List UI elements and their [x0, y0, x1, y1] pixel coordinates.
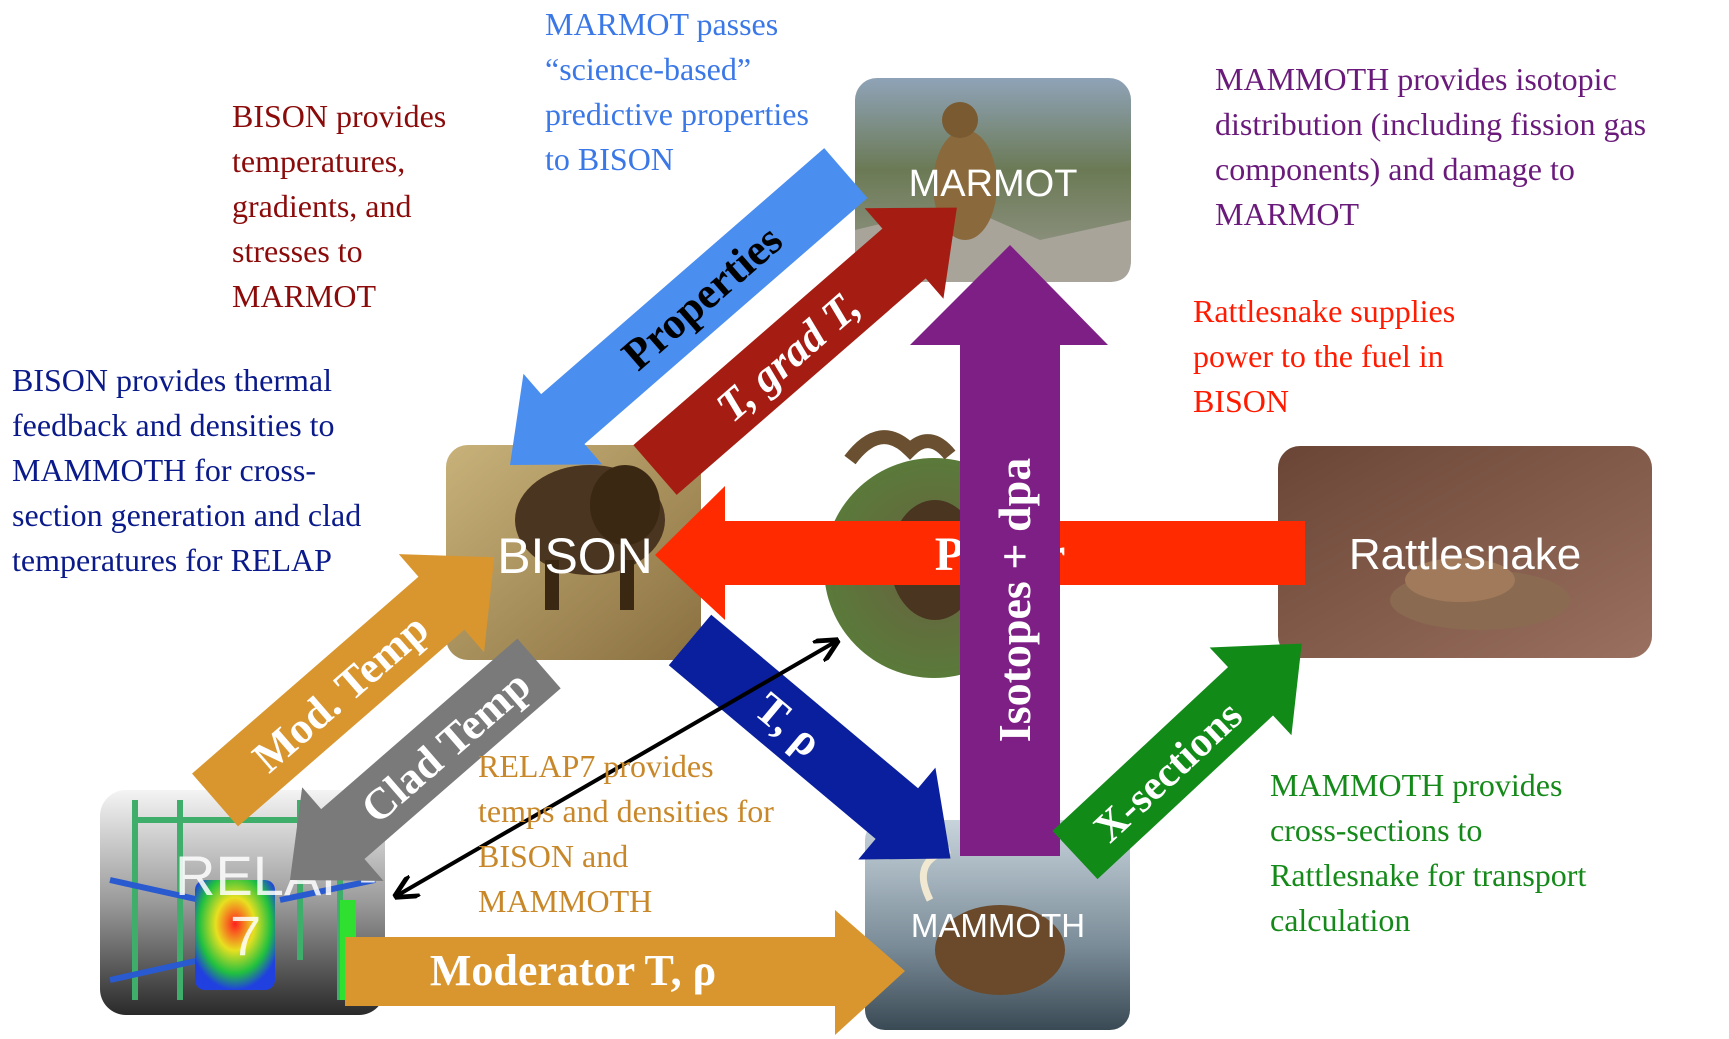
mammoth-label: MAMMOTH [911, 907, 1085, 944]
moderator-t-rho-label: Moderator T, ρ [430, 946, 716, 995]
note-mammoth-xsec: MAMMOTH provides cross-sections to Rattl… [1270, 767, 1587, 938]
relap-label-7: 7 [230, 904, 261, 967]
bison-label: BISON [497, 528, 653, 584]
x-sections-label: X-sections [1085, 692, 1251, 851]
isotopes-dpa-arrow: Isotopes + dpa [910, 245, 1108, 856]
note-marmot-to-bison: MARMOT passes “science-based” predictive… [545, 6, 809, 177]
note-bison-to-mammoth: BISON provides thermal feedback and dens… [12, 362, 362, 578]
bison-node: BISON [446, 445, 701, 660]
moderator-t-rho-arrow: Moderator T, ρ [345, 910, 905, 1035]
relap-moose-connector [398, 642, 835, 895]
note-mammoth-to-marmot: MAMMOTH provides isotopic distribution (… [1215, 61, 1647, 232]
note-relap7: RELAP7 provides temps and densities for … [478, 748, 774, 919]
mammoth-node: MAMMOTH [865, 820, 1130, 1030]
note-rattlesnake-power: Rattlesnake supplies power to the fuel i… [1193, 293, 1456, 419]
rattlesnake-label: Rattlesnake [1349, 530, 1581, 579]
note-bison-to-marmot: BISON provides temperatures, gradients, … [232, 98, 447, 314]
marmot-label: MARMOT [909, 163, 1078, 205]
isotopes-dpa-label: Isotopes + dpa [989, 458, 1040, 742]
rattlesnake-node: Rattlesnake [1278, 446, 1652, 658]
